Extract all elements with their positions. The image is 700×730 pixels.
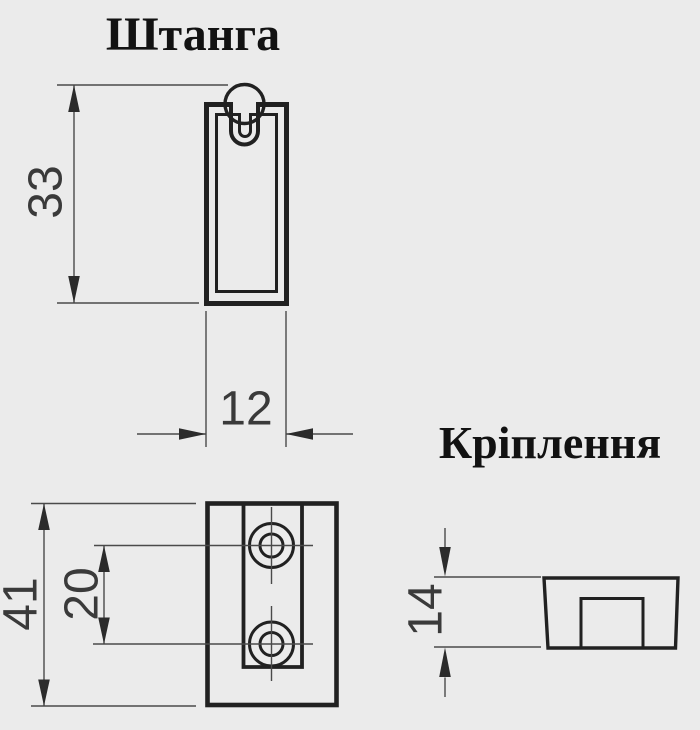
arrow-up-icon [439, 647, 451, 677]
rod-profile-inner [215, 113, 278, 293]
arrow-up-icon [98, 545, 110, 572]
arrow-right-icon [179, 428, 206, 440]
mount-depth-dimension: 14 [400, 528, 541, 697]
hole-spacing-label: 20 [56, 567, 109, 620]
rod-height-dimension: 33 [20, 84, 228, 304]
mount-side-view: Кріплення 14 [400, 417, 680, 697]
rod-view: Штанга 33 12 [20, 8, 353, 447]
mount-plate-outline [205, 501, 339, 708]
rod-height-label: 33 [20, 165, 73, 218]
rod-width-label: 12 [219, 383, 272, 436]
mount-side-outline [542, 576, 680, 650]
hole-spacing-dimension: 20 [56, 545, 110, 644]
mount-height-dimension: 41 [0, 502, 196, 707]
arrow-up-icon [68, 85, 80, 112]
mount-front-view: 41 20 [0, 501, 339, 708]
mount-height-label: 41 [0, 577, 48, 630]
arrow-down-icon [439, 547, 451, 577]
rod-title: Штанга [106, 8, 280, 61]
arrow-down-icon [68, 276, 80, 303]
mount-depth-label: 14 [400, 583, 453, 636]
arrow-down-icon [98, 617, 110, 644]
mount-side-notch [579, 597, 645, 648]
rod-profile-slot-outer [229, 102, 260, 147]
arrow-down-icon [38, 679, 50, 706]
rod-profile-slot-inner [238, 113, 252, 138]
arrow-left-icon [286, 428, 313, 440]
rod-profile-outer [204, 102, 289, 306]
mount-title: Кріплення [439, 417, 661, 468]
rod-width-dimension: 12 [137, 311, 353, 447]
arrow-up-icon [38, 503, 50, 530]
